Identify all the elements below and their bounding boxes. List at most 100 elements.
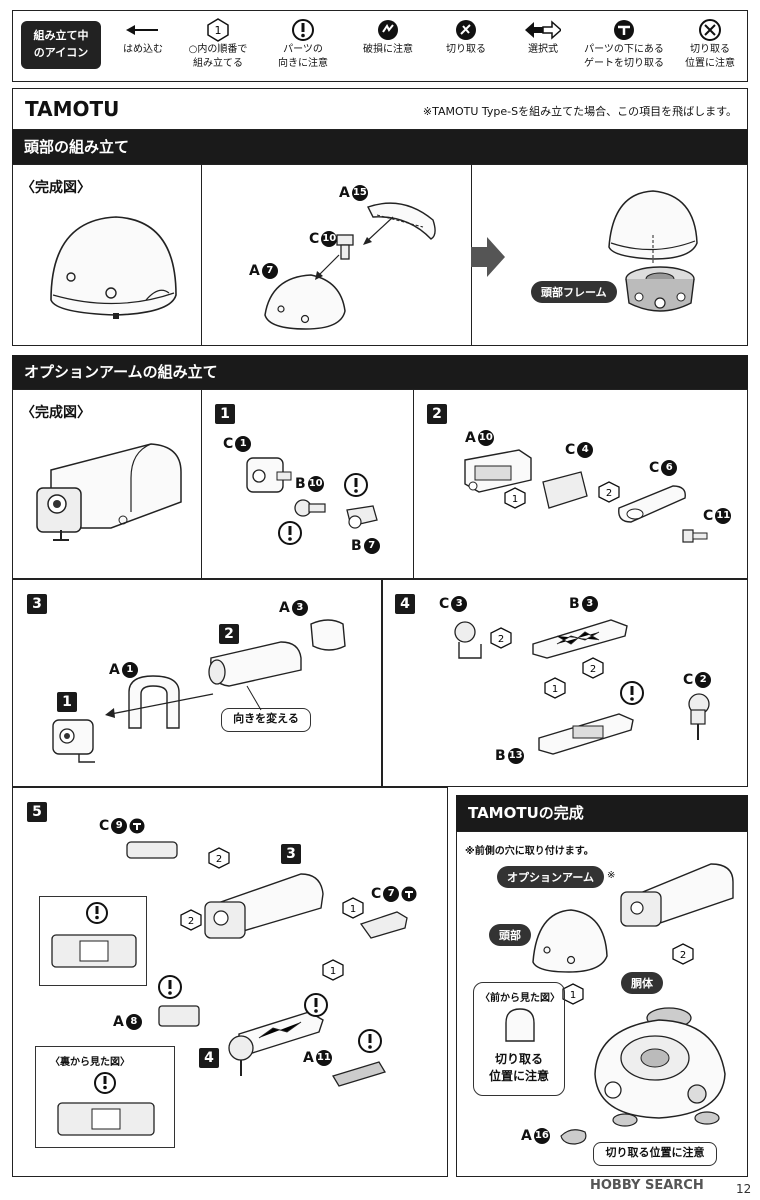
order-number-icon: 1 — [504, 487, 526, 509]
legend-label: ○内の順番で — [188, 44, 248, 55]
body-label: 胴体 — [621, 972, 663, 994]
head-frame-label: 頭部フレーム — [531, 281, 617, 303]
svg-text:2: 2 — [680, 950, 686, 961]
pin-part-image — [336, 234, 354, 260]
svg-text:2: 2 — [606, 488, 612, 499]
step-3-sub-2-badge: 2 — [219, 624, 239, 644]
assembly-arrows — [315, 254, 340, 280]
head-cover-part-image — [367, 202, 436, 240]
clip-detail-box — [39, 896, 147, 986]
small-part-image — [560, 1129, 587, 1145]
exclamation-icon — [620, 681, 644, 705]
page-number: 12 — [736, 1182, 752, 1196]
arm-tip-assembled-image — [52, 719, 95, 763]
option-arm-mark: ※ — [607, 870, 616, 881]
arm-cover-strip-image — [332, 1061, 386, 1087]
arm-tip-part-image — [246, 457, 292, 493]
front-view-note: 切り取る 位置に注意 — [478, 1051, 560, 1085]
legend-tag: 組み立て中 のアイコン — [21, 21, 101, 69]
legend-item-direction: パーツの 向きに注意 — [263, 17, 343, 77]
legend-item-cut: 切り取る — [431, 17, 501, 77]
head-complete-label: 〈完成図〉 — [21, 180, 91, 196]
legend-item-choice: 選択式 — [508, 17, 578, 77]
legend-item-break: 破損に注意 — [348, 17, 428, 77]
turn-direction-note: 向きを変える — [221, 708, 311, 732]
legend-tag-line2: のアイコン — [33, 46, 89, 59]
arm-slider-part-image — [618, 485, 686, 523]
step-5-sub-3-badge: 3 — [281, 844, 301, 864]
pin-joint-part-image — [688, 693, 710, 740]
arm-frame-base-image — [538, 713, 634, 755]
legend-label: 切り取る — [446, 44, 486, 55]
complete-note: ※前側の穴に取り付けます。 — [465, 846, 594, 857]
back-view-image — [57, 1102, 155, 1136]
gate-cut-icon — [401, 886, 417, 902]
exclamation-icon — [278, 521, 302, 545]
option-arm-image — [620, 863, 734, 927]
exclamation-icon — [358, 1029, 382, 1053]
cut-position-icon — [699, 19, 721, 41]
step-3-badge: 3 — [27, 594, 47, 614]
svg-text:2: 2 — [216, 854, 222, 865]
arrow-left-icon — [126, 25, 158, 35]
head-on-frame-image — [608, 190, 698, 265]
break-caution-icon — [378, 20, 398, 40]
legend-item-order: 1 ○内の順番で 組み立てる — [178, 17, 258, 77]
exclamation-icon — [94, 1072, 116, 1094]
arm-body-image — [204, 873, 324, 939]
icon-legend: 組み立て中 のアイコン はめ込む 1 ○内の順番で 組み立てる パーツの 向きに… — [12, 10, 748, 82]
assembly-arrows — [363, 216, 394, 245]
order-number-icon: 1 — [544, 677, 566, 699]
svg-text:1: 1 — [512, 494, 518, 505]
svg-text:1: 1 — [350, 904, 356, 915]
order-number-icon: 1 — [207, 18, 229, 42]
exclamation-icon — [304, 993, 328, 1017]
proceed-arrow-icon — [471, 237, 505, 277]
step-5-badge: 5 — [27, 802, 47, 822]
head-section-title: 頭部の組み立て — [12, 130, 748, 164]
order-number-icon: 2 — [672, 943, 694, 965]
arm-plate-part-image — [542, 471, 588, 509]
legend-label: 向きに注意 — [278, 58, 328, 69]
legend-tag-line1: 組み立て中 — [33, 29, 89, 42]
head-frame-image — [625, 266, 695, 312]
legend-label: 位置に注意 — [685, 58, 735, 69]
step-1-badge: 1 — [215, 404, 235, 424]
arm-clip-part-image — [126, 841, 178, 859]
arm-hook-part-image — [359, 911, 408, 939]
arm-frame-part-image — [532, 619, 628, 659]
back-view-box: 〈裏から見た図〉 — [35, 1046, 175, 1148]
option-arm-label: オプションアーム — [497, 866, 605, 888]
complete-section: ※前側の穴に取り付けます。 オプションアーム ※ 2 頭部 1 胴体 〈前から見… — [456, 831, 748, 1177]
order-number-icon: 2 — [490, 627, 512, 649]
arm-plate-part-image — [158, 1005, 200, 1027]
step-4-badge: 4 — [395, 594, 415, 614]
head-image — [532, 909, 608, 973]
svg-text:1: 1 — [215, 24, 222, 37]
front-view-label: 〈前から見た図〉 — [480, 993, 560, 1004]
svg-text:1: 1 — [330, 966, 336, 977]
exclamation-icon — [86, 902, 108, 924]
front-view-note-line2: 位置に注意 — [488, 1069, 549, 1083]
legend-label: パーツの下にある — [584, 44, 664, 55]
complete-section-title: TAMOTUの完成 — [456, 795, 748, 831]
svg-text:1: 1 — [552, 684, 558, 695]
order-number-icon: 2 — [582, 657, 604, 679]
